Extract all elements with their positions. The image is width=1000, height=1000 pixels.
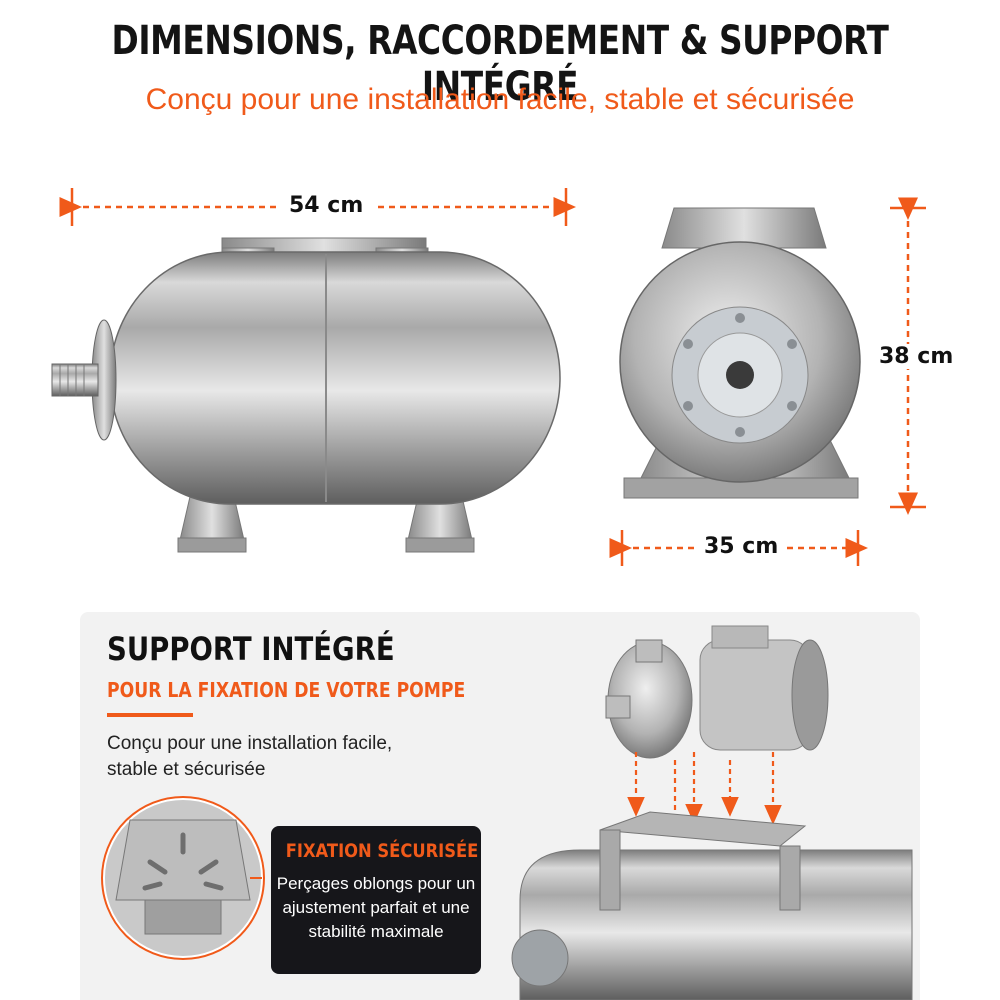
accent-divider	[107, 713, 193, 717]
height-label: 38 cm	[873, 344, 960, 369]
callout-box	[271, 826, 481, 974]
page-subtitle: Conçu pour une installation facile, stab…	[145, 83, 855, 116]
page-title: DIMENSIONS, RACCORDEMENT & SUPPORT INTÉG…	[111, 18, 889, 110]
callout-title: FIXATION SÉCURISÉE	[285, 840, 479, 862]
tank-side-view	[51, 237, 561, 553]
feature-description: Conçu pour une installation facile, stab…	[107, 733, 393, 780]
feature-title: SUPPORT INTÉGRÉ	[107, 630, 395, 668]
pump-mount-diagram	[511, 625, 913, 1000]
feature-subtitle: POUR LA FIXATION DE VOTRE POMPE	[107, 678, 466, 702]
width-label: 35 cm	[698, 534, 785, 559]
callout-text: Perçages oblongs pour un ajustement parf…	[276, 874, 476, 941]
length-label: 54 cm	[283, 193, 370, 218]
bracket-detail	[101, 796, 265, 960]
tank-front-view	[619, 207, 861, 499]
